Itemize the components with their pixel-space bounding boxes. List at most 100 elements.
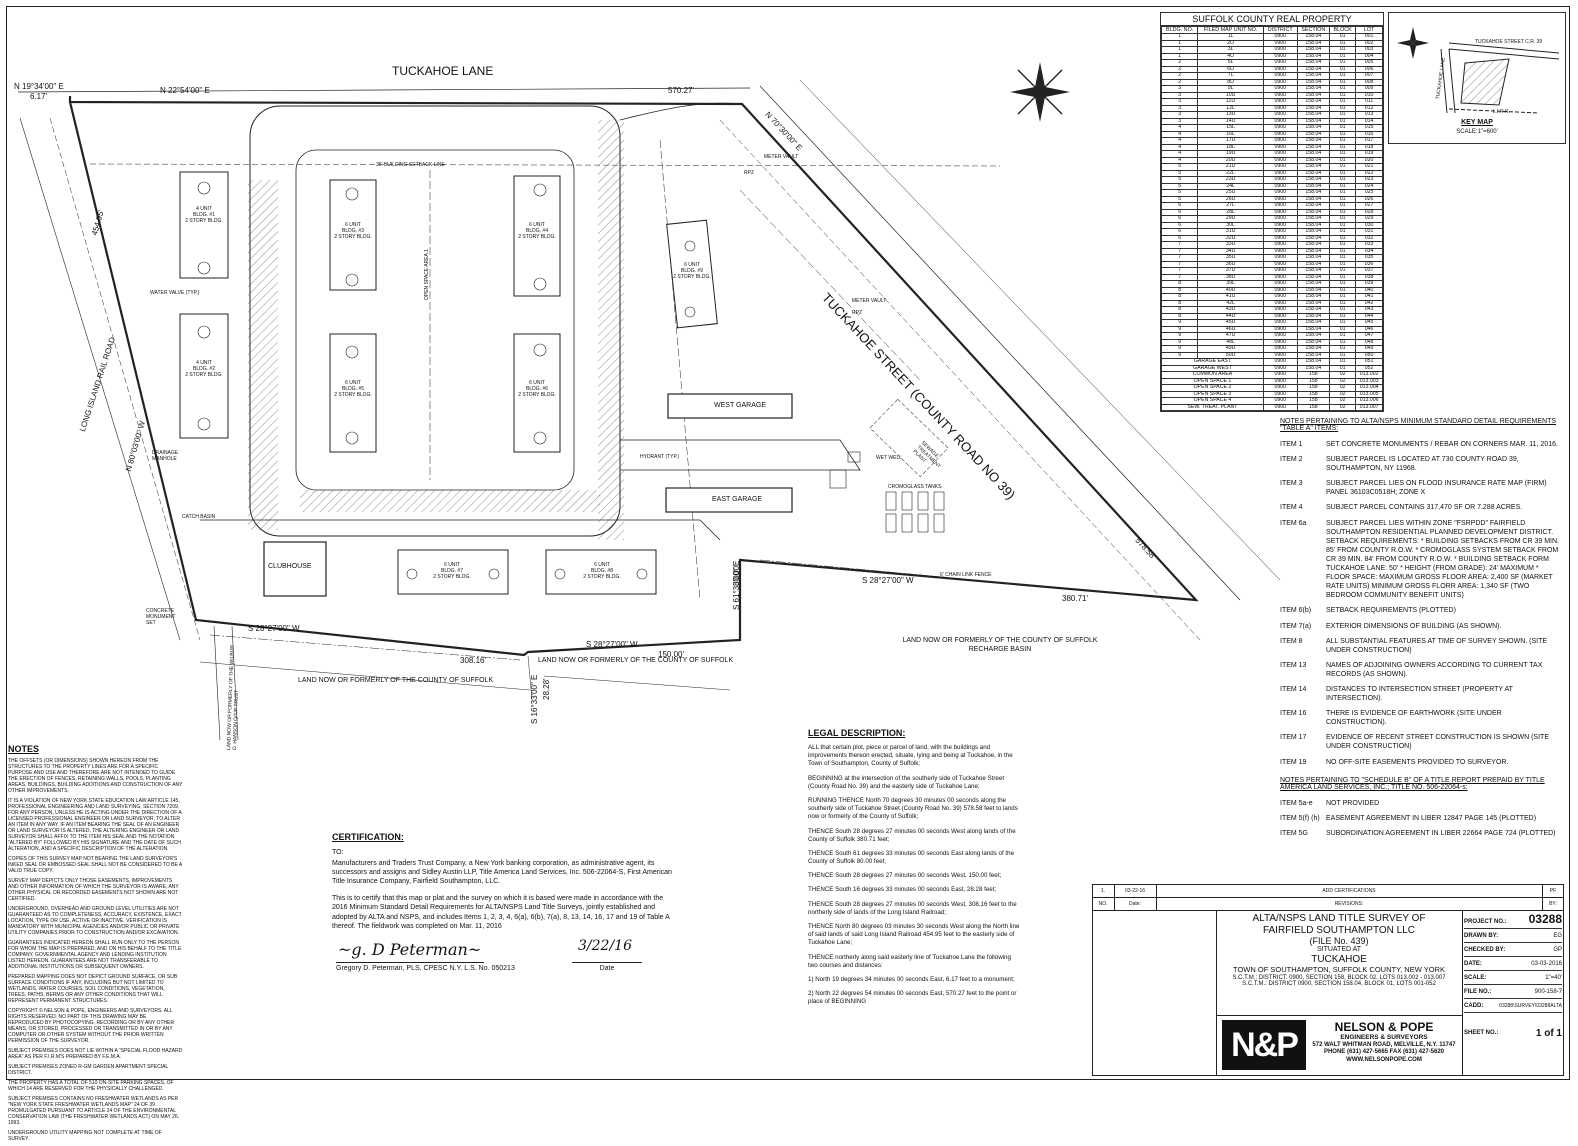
property-table-cell: 2: [1160, 78, 1199, 86]
file-label: FILE NO.:: [1464, 988, 1492, 995]
property-boundary: [68, 96, 1199, 657]
legal-description: LEGAL DESCRIPTION: ALL that certain plot…: [808, 728, 1022, 1013]
certification-body-1: Manufacturers and Traders Trust Company,…: [332, 860, 672, 886]
title-line-3: (FILE No. 439): [1309, 936, 1369, 946]
bearing-1: N 19°34'00" E: [14, 82, 64, 91]
sheet-frame: [6, 6, 1570, 1080]
note-item-key: ITEM 7(a): [1280, 622, 1312, 630]
title-line-2: FAIRFIELD SOUTHAMPTON LLC: [1262, 924, 1416, 936]
property-table-cell: 0900: [1262, 59, 1298, 67]
property-table-cell: 010: [1355, 91, 1383, 99]
firm-address: 572 WALT WHITMAN ROAD, MELVILLE, N.Y. 11…: [1312, 1042, 1456, 1049]
schedule-notes-title: NOTES PERTAINING TO "SCHEDULE B" OF A TI…: [1280, 776, 1545, 791]
rev-hdr-by: BY:: [1549, 901, 1557, 907]
title-line-7: S.C.T.M.: DISTRICT: 0900, SECTION 158, B…: [1232, 974, 1446, 981]
legal-paragraph: THENCE South 28 degrees 27 minutes 00 se…: [808, 900, 1017, 916]
property-table-cell: 3: [1160, 91, 1199, 99]
property-table-cell: 02: [1329, 403, 1357, 411]
property-table-header: BLOCK: [1329, 26, 1357, 34]
note-item-key: ITEM 14: [1280, 685, 1307, 693]
property-table-cell: 01: [1329, 65, 1357, 73]
buildings: [179, 171, 793, 597]
checked-by: GP: [1553, 946, 1562, 953]
property-table-cell: 0900: [1262, 85, 1298, 93]
property-table-cell: 0900: [1262, 104, 1298, 112]
legal-paragraph: THENCE South 28 degrees 27 minutes 00 se…: [808, 827, 1016, 843]
property-table: SUFFOLK COUNTY REAL PROPERTY BLDG. NO.FI…: [1160, 12, 1384, 412]
note-item-key: ITEM 6(b): [1280, 607, 1312, 615]
adjoining-owner-south: LAND NOW OR FORMERLY OF THE COUNTY OF SU…: [298, 677, 494, 684]
legal-paragraph: ALL that certain plot, piece or parcel o…: [808, 744, 1013, 768]
key-map-rr: L.I.R.R.: [1493, 109, 1510, 115]
drawn-by: EG: [1553, 932, 1562, 939]
property-table-cell: 11U: [1197, 98, 1264, 106]
distance-5: 80.00': [732, 564, 741, 586]
meter-vault-label: METER VAULT: [764, 154, 799, 160]
property-table-cell: 3: [1160, 98, 1199, 106]
certification-signer: Gregory D. Peterman, PLS, CPESC N.Y. L.S…: [336, 965, 515, 972]
rev-no: 1.: [1100, 888, 1106, 894]
title-line-5: TUCKAHOE: [1311, 954, 1367, 966]
west-garage-label: WEST GARAGE: [714, 402, 766, 409]
key-map-drawing: [1397, 27, 1560, 114]
note-item-value: SUBORDINATION AGREEMENT IN LIBER 22664 P…: [1326, 829, 1556, 837]
property-table-cell: 01: [1329, 117, 1357, 125]
property-table-title: SUFFOLK COUNTY REAL PROPERTY: [1161, 13, 1383, 26]
general-note-paragraph: COPYRIGHT © NELSON & POPE, ENGINEERS AND…: [8, 1008, 175, 1044]
note-item-value: SETBACK REQUIREMENTS (PLOTTED): [1326, 607, 1456, 615]
note-item: ITEM 6(b) SETBACK REQUIREMENTS (PLOTTED): [1280, 606, 1560, 615]
note-item-key: ITEM 19: [1280, 758, 1307, 766]
note-item-value: SUBJECT PARCEL LIES WITHIN ZONE "FSRPDD"…: [1326, 519, 1559, 600]
property-table-cell: 3: [1160, 117, 1199, 125]
property-table-cell: 0900: [1262, 111, 1298, 119]
note-item-value: SUBJECT PARCEL CONTAINS 317,470 SF OR 7.…: [1326, 504, 1523, 512]
general-note-paragraph: SURVEY MAP DEPICTS ONLY THOSE EASEMENTS,…: [8, 878, 179, 902]
note-item-key: ITEM 17: [1280, 734, 1307, 742]
property-table-cell: 013.007: [1355, 403, 1383, 411]
setback-label: 35' BUILDING SETBACK LINE: [376, 162, 445, 168]
note-item-key: ITEM 16: [1280, 710, 1307, 718]
date-label: DATE:: [1464, 960, 1482, 967]
property-table-cell: 011: [1355, 98, 1383, 106]
rpz-label: RPZ: [744, 170, 754, 176]
distance-8: 308.16': [460, 656, 486, 665]
property-table-cell: 0900: [1262, 78, 1298, 86]
sheet-value: 1 of 1: [1535, 1027, 1562, 1039]
legal-paragraph: THENCE South 16 degrees 33 minutes 00 se…: [808, 886, 997, 894]
property-table-cell: 009: [1355, 85, 1383, 93]
site-plan-drawing: [17, 62, 1281, 741]
note-item-key: ITEM 5a-e: [1280, 799, 1313, 807]
bearing-8: S 28°27'00" W: [248, 624, 300, 633]
note-item-key: ITEM 13: [1280, 661, 1307, 669]
note-item-key: ITEM 5G: [1280, 829, 1309, 837]
street-tuckahoe-lane: TUCKAHOE LANE: [392, 64, 494, 78]
legal-paragraph: THENCE North 80 degrees 03 minutes 30 se…: [808, 923, 1020, 947]
certification-body-2: This is to certify that this map or plat…: [332, 895, 670, 930]
drawn-label: DRAWN BY:: [1464, 932, 1499, 939]
property-table-cell: 014: [1355, 117, 1383, 125]
certification-title: CERTIFICATION:: [332, 832, 404, 842]
property-table-cell: 2: [1160, 65, 1199, 73]
key-map-title: KEY MAP: [1461, 119, 1493, 126]
property-table-cell: 3: [1160, 85, 1199, 93]
firm-phone: PHONE (631) 427-5665 FAX (631) 427-5620: [1323, 1049, 1445, 1056]
property-table-header: FILED MAP UNIT NO.: [1197, 26, 1264, 34]
distance-7: 28.28': [542, 678, 551, 700]
legal-paragraph: RUNNING THENCE North 70 degrees 30 minut…: [808, 796, 1018, 821]
legal-paragraph: THENCE South 61 degrees 33 minutes 00 se…: [808, 849, 1015, 866]
